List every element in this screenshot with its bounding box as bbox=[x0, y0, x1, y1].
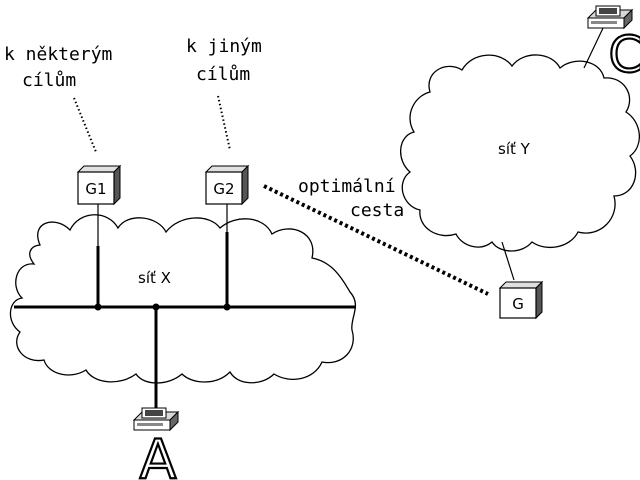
network-y-label: síť Y bbox=[498, 140, 531, 158]
host-c-computer-icon bbox=[586, 5, 634, 30]
g-to-network-y-link bbox=[501, 241, 515, 281]
gateway-g1-label: G1 bbox=[85, 180, 106, 198]
network-y-cloud bbox=[400, 54, 640, 252]
gateway-g-label: G bbox=[512, 295, 524, 313]
host-c-link bbox=[583, 25, 605, 69]
network-x-label: síť X bbox=[138, 269, 171, 287]
g1-destination-line2: cílům bbox=[22, 70, 76, 91]
optimal-path-line1: optimální bbox=[298, 176, 396, 197]
network-x-cloud bbox=[9, 214, 357, 384]
g1-destination-line1: k některým bbox=[4, 44, 112, 65]
host-c-label: C bbox=[609, 26, 640, 84]
g2-destination-line2: cílům bbox=[196, 64, 250, 85]
host-a-label: A bbox=[140, 428, 177, 480]
optimal-path-line2: cesta bbox=[350, 200, 404, 221]
gateway-g: G bbox=[498, 280, 544, 320]
gateway-g2: G2 bbox=[204, 164, 250, 206]
g1-destination-dots bbox=[73, 97, 97, 153]
gateway-g2-label: G2 bbox=[213, 180, 234, 198]
junction-g2 bbox=[223, 303, 231, 311]
g2-destination-dots bbox=[217, 95, 231, 151]
gateway-g1: G1 bbox=[76, 164, 122, 206]
host-a-computer-icon bbox=[132, 407, 180, 432]
junction-g1 bbox=[94, 303, 102, 311]
junction-a bbox=[152, 303, 160, 311]
g2-destination-line1: k jiným bbox=[186, 36, 262, 57]
